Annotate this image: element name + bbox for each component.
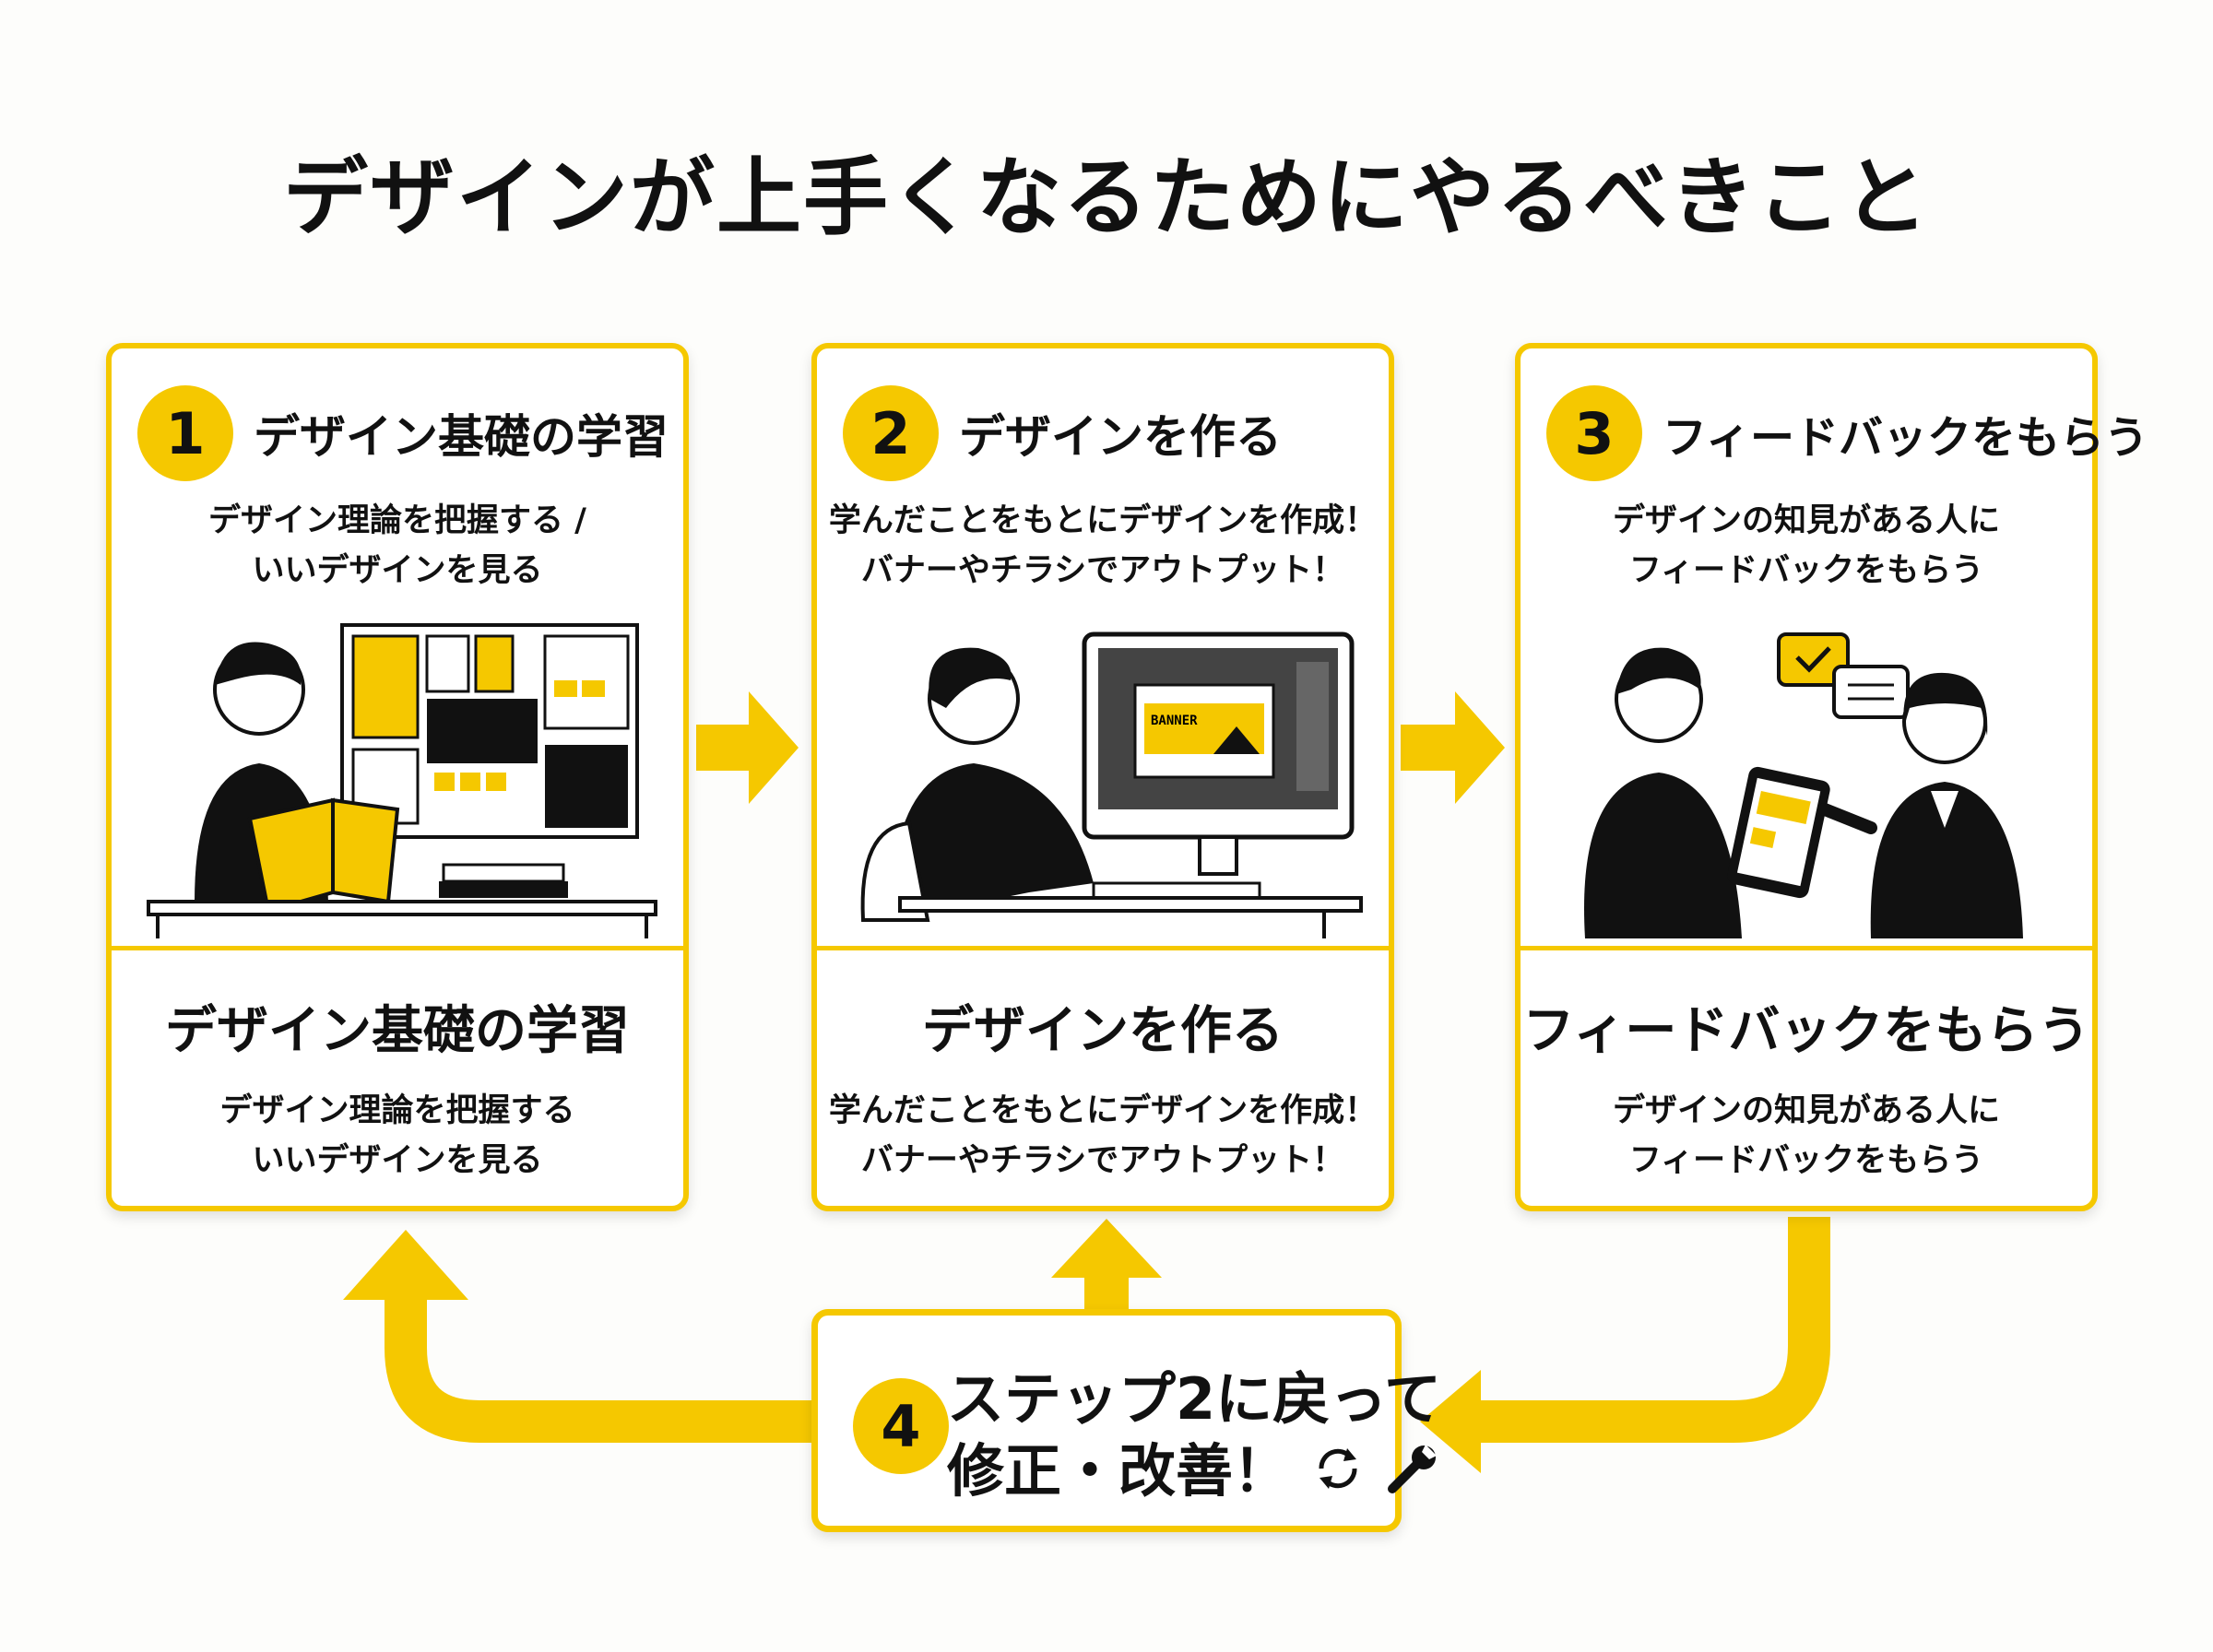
arrow-3-to-4 [1475, 1217, 1830, 1443]
step-header: 2 デザインを作る [843, 385, 1282, 481]
step-bottom-title: デザイン基礎の学習 [165, 1001, 630, 1061]
feedback-illustration [1584, 632, 2023, 938]
step-number-badge: 1 [137, 385, 233, 481]
card-divider [817, 946, 1389, 950]
step-number-badge: 2 [843, 385, 939, 481]
step-number-badge: 3 [1546, 385, 1642, 481]
arrow-4-to-1 [385, 1291, 811, 1443]
step-4-box: 4 ステップ2に戻って 修正・改善！ [811, 1309, 1441, 1532]
person-reading-illustration [147, 623, 657, 938]
step-description: 学んだことをもとにデザインを作成！ バナーやチラシでアウトプット！ [828, 502, 1378, 589]
refresh-icon [1319, 1448, 1357, 1489]
step-description: デザインの知見がある人に フィードバックをもらう [1612, 502, 2000, 589]
wrench-icon [1388, 1445, 1438, 1493]
banner-text: BANNER [1151, 714, 1198, 728]
step-bottom-description: デザイン理論を把握する いいデザインを見る [219, 1092, 575, 1179]
card-divider [1521, 946, 2092, 950]
step-card-2: 2 デザインを作る 学んだことをもとにデザインを作成！ バナーやチラシでアウトプ… [811, 343, 1394, 1211]
page-title: デザインが上手くなるためにやるべきこと [282, 148, 1930, 247]
step-header: 3 フィードバックをもらう [1546, 385, 2148, 481]
step-header: 1 デザイン基礎の学習 [137, 385, 669, 481]
step-heading: デザイン基礎の学習 [254, 410, 669, 464]
step-card-1: 1 デザイン基礎の学習 デザイン理論を把握する / いいデザインを見る デザイン… [106, 343, 689, 1211]
step-4-line-2: 修正・改善！ [947, 1424, 1440, 1507]
step-bottom-description: デザインの知見がある人に フィードバックをもらう [1612, 1092, 2000, 1179]
step-bottom-description: 学んだことをもとにデザインを作成！ バナーやチラシでアウトプット！ [828, 1092, 1378, 1179]
arrow-1-to-2 [696, 691, 799, 804]
step-number-badge: 4 [853, 1378, 949, 1474]
arrow-2-to-3 [1401, 691, 1505, 804]
card-divider [112, 946, 683, 950]
step-card-3: 3 フィードバックをもらう デザインの知見がある人に フィードバックをもらう フ… [1515, 343, 2148, 1211]
step-heading: デザインを作る [959, 410, 1282, 464]
person-at-computer-illustration: BANNER [860, 631, 1363, 938]
step-4-line-1: ステップ2に戻って [947, 1365, 1442, 1433]
step-description: デザイン理論を把握する / いいデザインを見る [208, 502, 586, 589]
step-heading: フィードバックをもらう [1663, 412, 2149, 464]
step-bottom-title: デザインを作る [922, 1001, 1284, 1061]
step-bottom-title: フィードバックをもらう [1522, 1001, 2090, 1061]
arrow-up-to-2 [1051, 1219, 1162, 1309]
